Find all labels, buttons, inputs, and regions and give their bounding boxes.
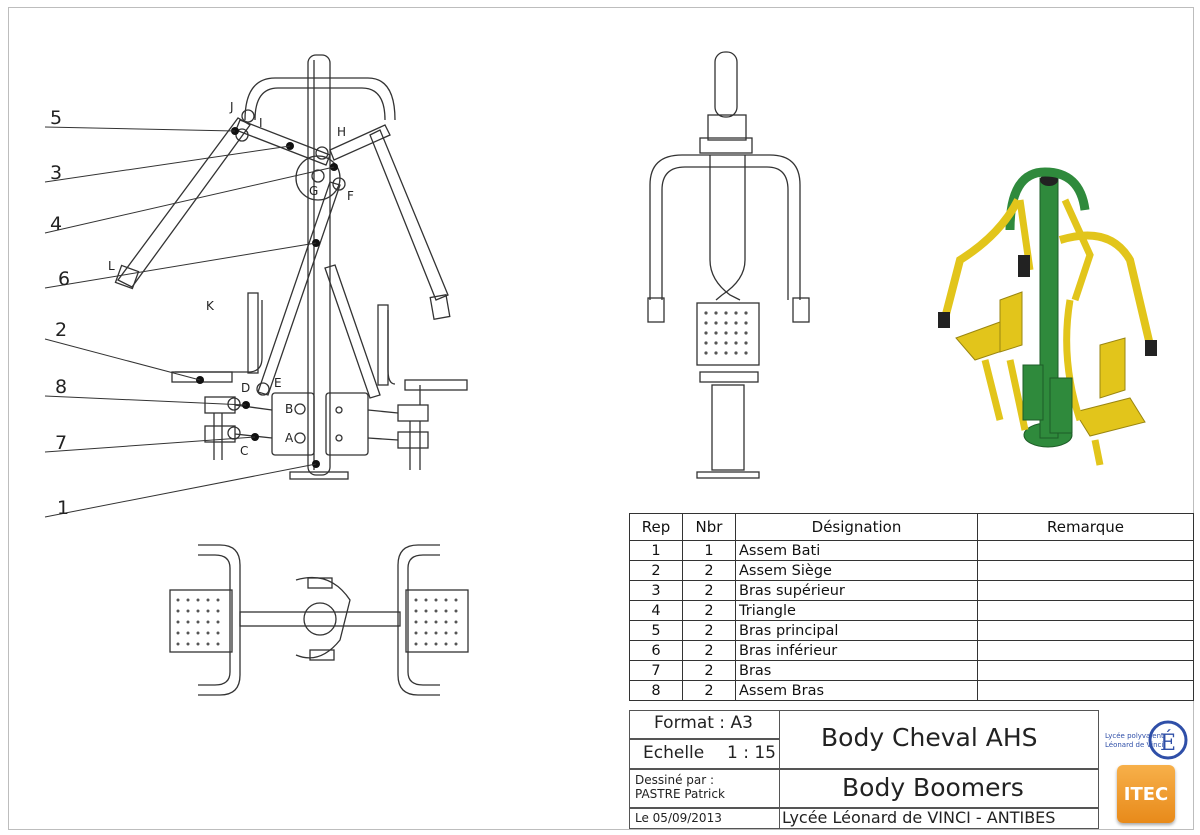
bom-remarque — [977, 540, 1194, 561]
bom-remarque — [977, 680, 1194, 701]
bom-rep: 8 — [629, 680, 683, 701]
callout-4: 4 — [50, 213, 63, 235]
bom-header-remarque: Remarque — [977, 513, 1194, 541]
bom-rep: 3 — [629, 580, 683, 601]
point-label-f: F — [347, 189, 354, 203]
school-cell — [779, 808, 1099, 829]
bom-rep: 5 — [629, 620, 683, 641]
bom-nbr: 1 — [682, 540, 736, 561]
drawing-sheet — [8, 7, 1194, 830]
bom-nbr: 2 — [682, 620, 736, 641]
point-label-d: D — [241, 381, 251, 395]
bom-rep: 7 — [629, 660, 683, 681]
callout-8: 8 — [55, 376, 68, 398]
point-label-c: C — [240, 444, 249, 458]
bom-header-rep: Rep — [629, 513, 683, 541]
bom-rep: 2 — [629, 560, 683, 581]
bom-designation: Triangle — [735, 600, 978, 621]
bom-nbr: 2 — [682, 560, 736, 581]
central-column — [307, 54, 331, 476]
point-label-i: I — [259, 116, 263, 130]
bom-designation: Assem Bras — [735, 680, 978, 701]
lycee-logo: Lycée polyvalent Léonard de Vinci — [1102, 712, 1190, 762]
point-label-e: E — [274, 376, 282, 390]
bom-nbr: 2 — [682, 640, 736, 661]
bom-header-nbr: Nbr — [682, 513, 736, 541]
callout-5: 5 — [50, 107, 63, 129]
bom-header-designation: Désignation — [735, 513, 978, 541]
bom-remarque — [977, 600, 1194, 621]
callout-7: 7 — [55, 432, 68, 454]
point-label-h: H — [337, 125, 347, 139]
bom-designation: Bras principal — [735, 620, 978, 641]
lycee-logo-text-1: Lycée polyvalent — [1105, 732, 1164, 740]
bom-designation: Bras inférieur — [735, 640, 978, 661]
point-label-l: L — [108, 259, 115, 273]
callout-6: 6 — [58, 268, 71, 290]
bom-remarque — [977, 660, 1194, 681]
bom-remarque — [977, 580, 1194, 601]
bom-designation: Bras supérieur — [735, 580, 978, 601]
itec-logo: ITEC — [1117, 765, 1175, 823]
subtitle-cell — [779, 769, 1099, 808]
school-name: Lycée Léonard de VINCI - ANTIBES — [782, 808, 1056, 827]
bom-remarque — [977, 620, 1194, 641]
callout-1: 1 — [57, 497, 70, 519]
drawn-by-name: PASTRE Patrick — [635, 787, 725, 801]
drawing-title: Body Cheval AHS — [821, 723, 1038, 752]
bom-rep: 4 — [629, 600, 683, 621]
drawn-by-label: Dessiné par : — [635, 773, 715, 787]
svg-text:É: É — [1160, 729, 1176, 756]
bom-nbr: 2 — [682, 600, 736, 621]
point-label-g: G — [309, 184, 319, 198]
bom-rep: 1 — [629, 540, 683, 561]
bom-designation: Assem Bati — [735, 540, 978, 561]
point-label-b: B — [285, 402, 294, 416]
bom-designation: Assem Siège — [735, 560, 978, 581]
drawing-date: Le 05/09/2013 — [635, 811, 722, 825]
bom-rep: 6 — [629, 640, 683, 661]
bom-nbr: 2 — [682, 580, 736, 601]
bom-designation: Bras — [735, 660, 978, 681]
point-label-a: A — [285, 431, 294, 445]
callout-2: 2 — [55, 319, 68, 341]
bom-nbr: 2 — [682, 680, 736, 701]
point-label-j: J — [230, 100, 234, 114]
scale-label: Echelle — [643, 743, 705, 763]
format-label: Format : A3 — [654, 713, 753, 733]
bom-header-row: Rep Nbr Désignation Remarque — [629, 513, 1194, 541]
drawing-subtitle: Body Boomers — [842, 773, 1024, 802]
callout-3: 3 — [50, 162, 63, 184]
lycee-logo-text-2: Léonard de Vinci — [1105, 741, 1164, 749]
bom-remarque — [977, 560, 1194, 581]
point-label-k: K — [206, 299, 214, 313]
title-cell — [779, 710, 1099, 769]
iso-view-3d — [938, 167, 1157, 466]
bom-nbr: 2 — [682, 660, 736, 681]
scale-value: 1 : 15 — [727, 743, 776, 763]
school-logo-mark: É — [1148, 720, 1188, 760]
bom-remarque — [977, 640, 1194, 661]
